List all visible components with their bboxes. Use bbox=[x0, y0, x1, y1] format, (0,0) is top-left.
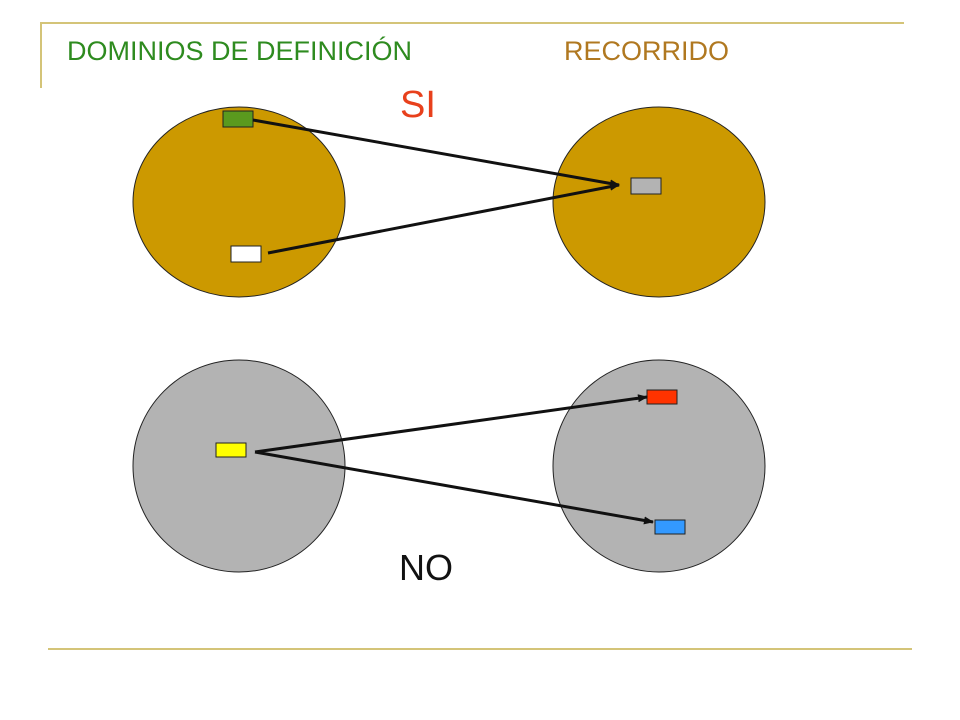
arrow-yellow-to-red bbox=[254, 394, 648, 454]
arrow-green-to-gray bbox=[252, 118, 620, 188]
no-label: NO bbox=[399, 547, 453, 588]
range-element-gray bbox=[630, 177, 662, 195]
domain-element-white bbox=[230, 245, 262, 263]
domain-element-green bbox=[222, 110, 254, 128]
domain-set-top bbox=[132, 106, 346, 298]
domain-element-yellow bbox=[215, 442, 247, 458]
range-set-bottom bbox=[552, 359, 766, 573]
range-title: RECORRIDO bbox=[564, 36, 730, 66]
yes-label: SI bbox=[400, 84, 436, 126]
bottom-rule bbox=[48, 648, 912, 650]
arrow-white-to-gray bbox=[267, 182, 620, 255]
arrow-yellow-to-blue bbox=[254, 450, 654, 525]
domain-title: DOMINIOS DE DEFINICIÓN bbox=[67, 36, 413, 66]
top-rule bbox=[40, 22, 904, 24]
range-element-blue bbox=[654, 519, 686, 535]
range-element-red bbox=[646, 389, 678, 405]
domain-set-bottom bbox=[132, 359, 346, 573]
left-rule bbox=[40, 22, 42, 88]
range-set-top bbox=[552, 106, 766, 298]
